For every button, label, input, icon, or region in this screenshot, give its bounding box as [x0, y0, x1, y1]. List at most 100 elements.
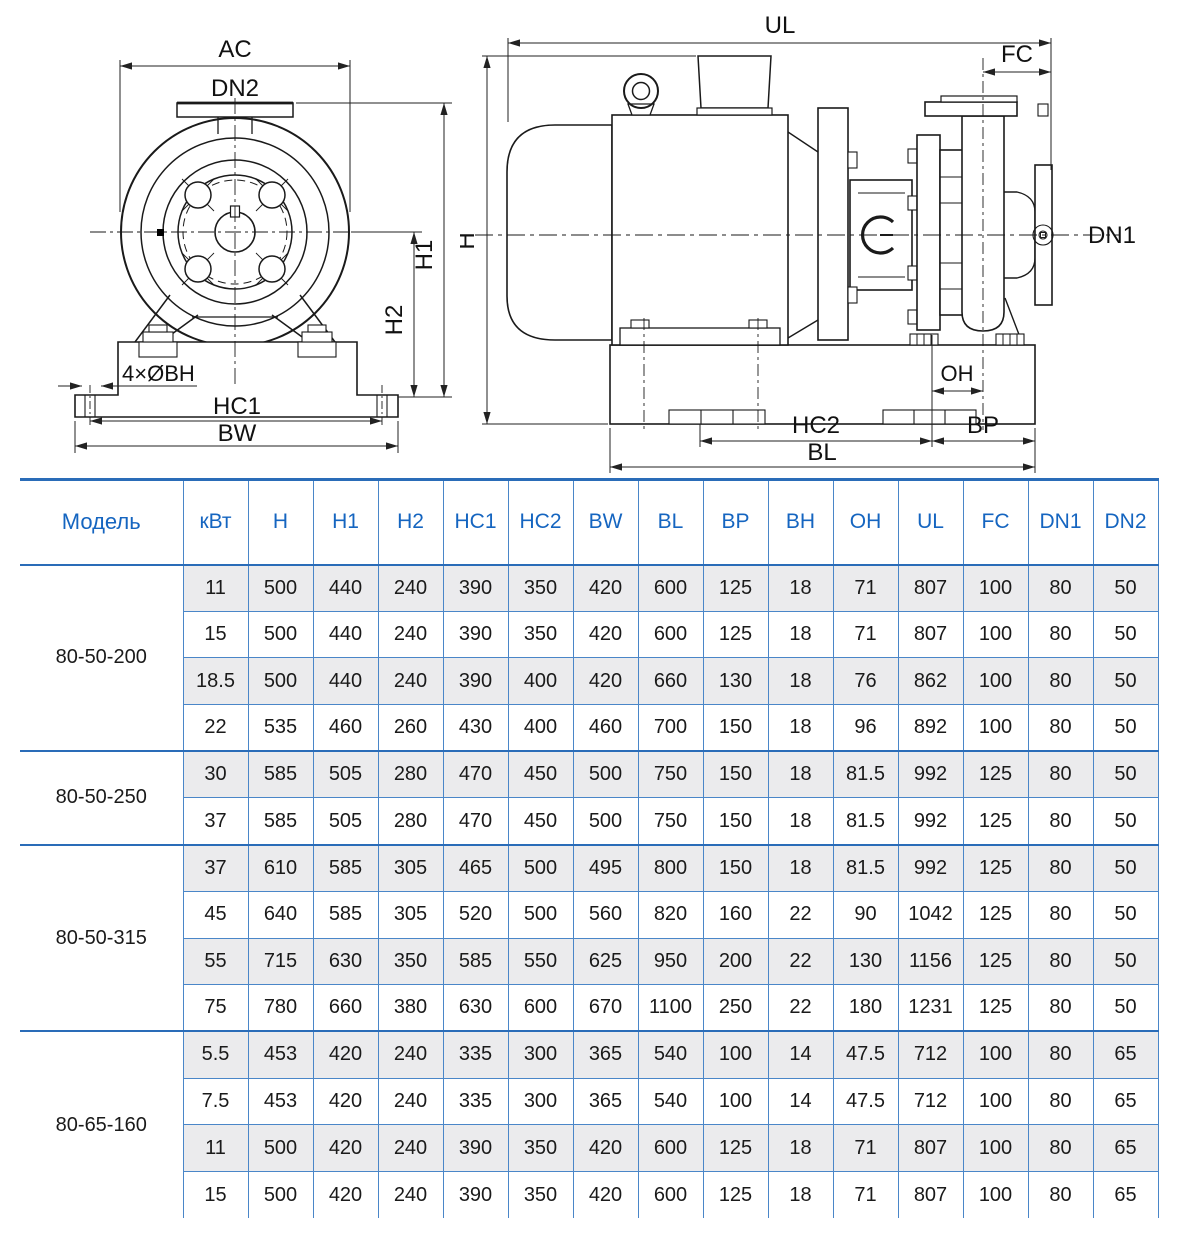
table-cell: 100	[962, 1030, 1028, 1079]
table-cell: 45	[182, 890, 248, 938]
table-cell: 630	[312, 937, 378, 985]
table-cell: 18	[767, 563, 833, 612]
table-cell: 240	[377, 1170, 443, 1219]
lifting-eye	[623, 73, 659, 109]
pump-front-view: AC DN2 H1 H2 4×ØBH HC1 BW	[58, 36, 452, 453]
table-cell: 125	[962, 937, 1028, 985]
table-cell: 100	[962, 563, 1028, 612]
table-cell: 305	[377, 890, 443, 938]
table-cell: 80	[1027, 1124, 1093, 1172]
pump-drawing: AC DN2 H1 H2 4×ØBH HC1 BW	[0, 0, 1187, 478]
table-cell: 450	[507, 750, 573, 798]
column-header-8: BP	[702, 478, 768, 566]
table-cell: 500	[247, 1124, 313, 1172]
table-cell: 125	[962, 890, 1028, 938]
front-bolts	[181, 178, 289, 286]
table-cell: 585	[312, 843, 378, 892]
table-cell: 350	[507, 563, 573, 612]
table-cell: 1156	[897, 937, 963, 985]
table-cell: 350	[507, 1170, 573, 1219]
table-cell: 14	[767, 1030, 833, 1079]
model-cell: 80-50-315	[20, 843, 183, 1032]
table-cell: 1100	[637, 984, 703, 1032]
table-cell: 18	[767, 704, 833, 752]
pump-side-view: UL FC H DN1 OH HC2 BP BL	[460, 12, 1136, 473]
table-cell: 807	[897, 1124, 963, 1172]
table-cell: 420	[572, 1124, 638, 1172]
dim-label-h: H	[460, 232, 480, 249]
table-cell: 500	[572, 750, 638, 798]
table-cell: 50	[1092, 750, 1159, 798]
model-cell: 80-65-160	[20, 1030, 183, 1219]
table-cell: 365	[572, 1077, 638, 1125]
table-cell: 65	[1092, 1170, 1159, 1219]
table-cell: 600	[637, 1124, 703, 1172]
table-cell: 80	[1027, 704, 1093, 752]
table-cell: 125	[962, 984, 1028, 1032]
table-cell: 390	[442, 657, 508, 705]
table-cell: 160	[702, 890, 768, 938]
terminal-box	[697, 55, 772, 109]
table-cell: 22	[767, 984, 833, 1032]
table-cell: 600	[637, 610, 703, 658]
table-cell: 80	[1027, 1030, 1093, 1079]
table-cell: 585	[247, 750, 313, 798]
table-cell: 100	[962, 704, 1028, 752]
table-cell: 300	[507, 1077, 573, 1125]
table-cell: 440	[312, 563, 378, 612]
dim-label-fc: FC	[1001, 41, 1033, 68]
table-cell: 47.5	[832, 1077, 898, 1125]
table-cell: 22	[767, 890, 833, 938]
table-cell: 80	[1027, 797, 1093, 845]
table-cell: 30	[182, 750, 248, 798]
table-cell: 715	[247, 937, 313, 985]
table-cell: 640	[247, 890, 313, 938]
table-cell: 807	[897, 1170, 963, 1219]
table-cell: 80	[1027, 750, 1093, 798]
table-cell: 807	[897, 610, 963, 658]
table-cell: 535	[247, 704, 313, 752]
table-cell: 625	[572, 937, 638, 985]
table-cell: 807	[897, 563, 963, 612]
table-cell: 22	[182, 704, 248, 752]
table-cell: 80	[1027, 937, 1093, 985]
table-cell: 500	[247, 657, 313, 705]
table-cell: 500	[247, 1170, 313, 1219]
table-cell: 505	[312, 750, 378, 798]
table-cell: 50	[1092, 704, 1159, 752]
table-cell: 465	[442, 843, 508, 892]
table-cell: 600	[637, 1170, 703, 1219]
model-cell: 80-50-200	[20, 563, 183, 752]
column-header-0: кВт	[182, 478, 248, 566]
motor-body	[611, 114, 789, 346]
table-cell: 420	[572, 563, 638, 612]
table-cell: 440	[312, 610, 378, 658]
column-header-3: H2	[377, 478, 443, 566]
table-cell: 125	[702, 1170, 768, 1219]
table-cell: 180	[832, 984, 898, 1032]
table-cell: 600	[637, 563, 703, 612]
table-cell: 500	[507, 843, 573, 892]
table-cell: 50	[1092, 563, 1159, 612]
table-cell: 71	[832, 610, 898, 658]
table-cell: 240	[377, 610, 443, 658]
table-cell: 500	[247, 563, 313, 612]
table-cell: 50	[1092, 890, 1159, 938]
side-pump-body	[475, 55, 1120, 430]
table-cell: 560	[572, 890, 638, 938]
table-cell: 780	[247, 984, 313, 1032]
table-cell: 992	[897, 797, 963, 845]
table-cell: 125	[962, 750, 1028, 798]
table-cell: 992	[897, 843, 963, 892]
table-cell: 71	[832, 563, 898, 612]
column-header-13: DN1	[1027, 478, 1093, 566]
